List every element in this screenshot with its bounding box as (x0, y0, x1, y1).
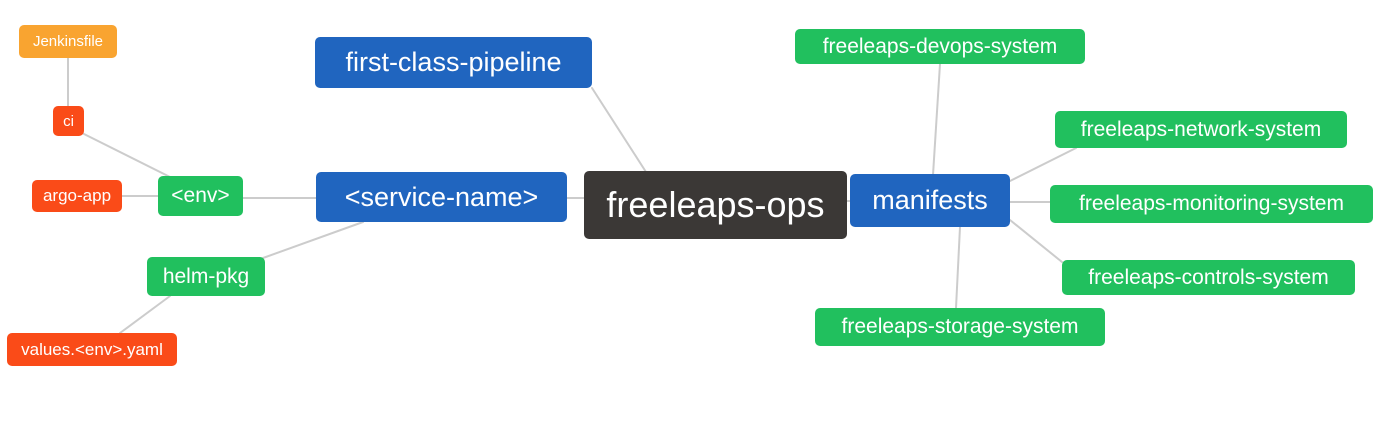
node-freeleaps-storage-system[interactable]: freeleaps-storage-system (815, 308, 1105, 346)
node-first-class-pipeline[interactable]: first-class-pipeline (315, 37, 592, 88)
node-argo-app[interactable]: argo-app (32, 180, 122, 212)
edge-manifests-devops (932, 63, 941, 176)
edge-helm-pkg-service-name (262, 221, 364, 259)
node-service-name[interactable]: <service-name> (316, 172, 567, 222)
node-helm-pkg[interactable]: helm-pkg (147, 257, 265, 296)
edge-pipeline-freeleaps-ops (591, 87, 647, 173)
edge-manifests-storage (955, 226, 961, 309)
node-freeleaps-network-system[interactable]: freeleaps-network-system (1055, 111, 1347, 148)
edge-manifests-network (1009, 147, 1077, 182)
node-freeleaps-ops-root[interactable]: freeleaps-ops (584, 171, 847, 239)
edge-manifests-controls (1009, 219, 1063, 263)
node-values-env-yaml[interactable]: values.<env>.yaml (7, 333, 177, 366)
node-env[interactable]: <env> (158, 176, 243, 216)
node-freeleaps-devops-system[interactable]: freeleaps-devops-system (795, 29, 1085, 64)
node-jenkinsfile[interactable]: Jenkinsfile (19, 25, 117, 58)
node-freeleaps-monitoring-system[interactable]: freeleaps-monitoring-system (1050, 185, 1373, 223)
edge-ci-env (83, 133, 177, 181)
node-freeleaps-controls-system[interactable]: freeleaps-controls-system (1062, 260, 1355, 295)
node-ci[interactable]: ci (53, 106, 84, 136)
node-manifests[interactable]: manifests (850, 174, 1010, 227)
edge-values-helm-pkg (119, 295, 171, 334)
